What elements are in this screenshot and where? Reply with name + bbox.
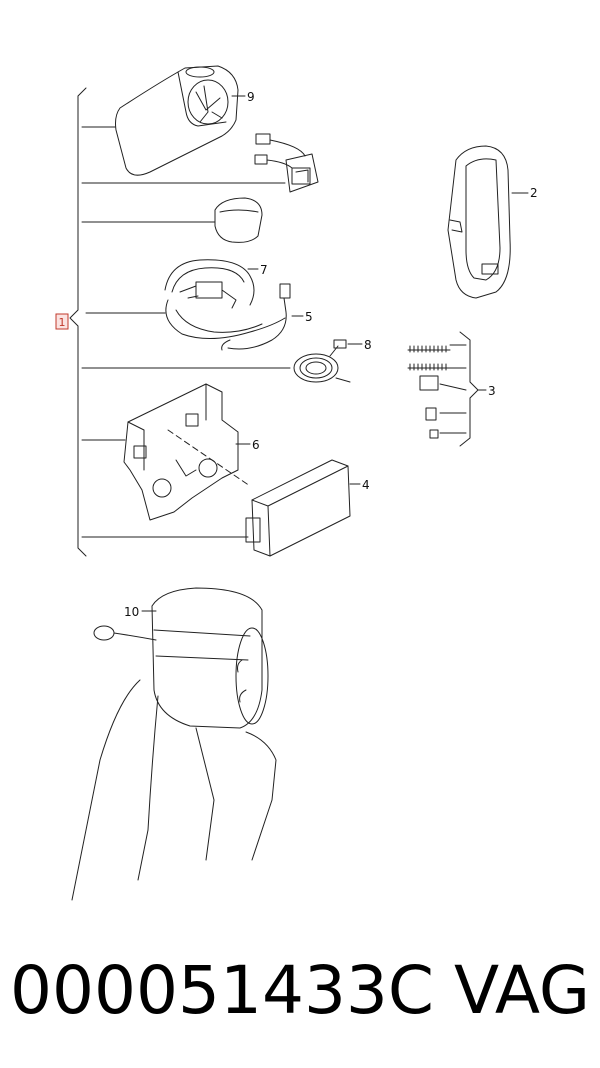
plug-unit bbox=[254, 133, 319, 193]
group-marker bbox=[55, 313, 69, 330]
phone-cradle bbox=[447, 145, 529, 299]
callout-6: 6 bbox=[252, 438, 260, 452]
wiring-harness bbox=[164, 259, 286, 340]
callout-5: 5 bbox=[305, 310, 313, 324]
cap-part bbox=[214, 197, 263, 243]
antenna-cable bbox=[293, 339, 363, 383]
callout-2: 2 bbox=[530, 186, 538, 200]
callouts: 1 2 3 4 5 6 7 8 9 10 bbox=[55, 90, 538, 619]
callout-4: 4 bbox=[362, 478, 370, 492]
adapter-cable bbox=[221, 283, 304, 351]
callout-10: 10 bbox=[124, 605, 139, 619]
console-cover bbox=[115, 65, 246, 176]
callout-7: 7 bbox=[260, 263, 268, 277]
part-number-footer: 000051433C VAG bbox=[10, 940, 590, 1040]
group-bracket bbox=[69, 87, 291, 557]
mounting-bracket bbox=[123, 383, 251, 521]
part-number: 000051433C bbox=[10, 951, 435, 1029]
fittings-set bbox=[407, 331, 487, 447]
callout-9: 9 bbox=[247, 90, 255, 104]
brand-label: VAG bbox=[453, 951, 590, 1029]
callout-8: 8 bbox=[364, 338, 372, 352]
callout-3: 3 bbox=[488, 384, 496, 398]
callout-1: 1 bbox=[59, 316, 66, 329]
control-unit bbox=[245, 459, 361, 557]
headrest-microphone bbox=[71, 587, 277, 901]
fittings-ticks bbox=[409, 345, 447, 371]
